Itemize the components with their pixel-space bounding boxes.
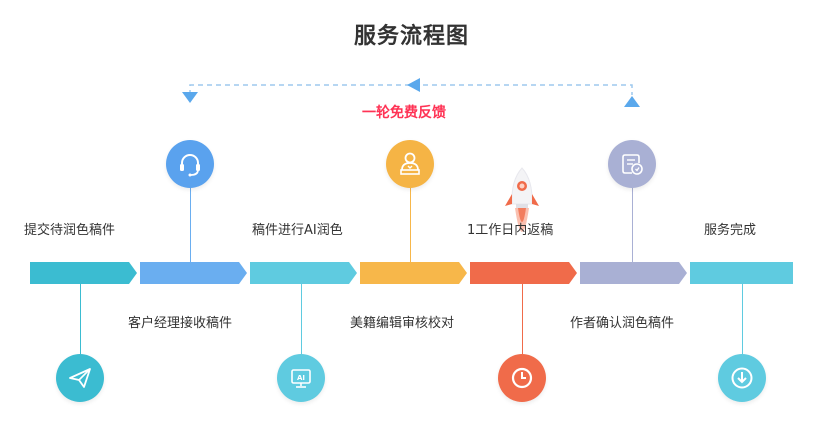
step-label-4: 美籍编辑审核校对 — [350, 316, 455, 331]
svg-text:AI: AI — [297, 374, 305, 382]
step-label-1: 提交待润色稿件 — [24, 223, 116, 238]
ai-screen-icon: AI — [277, 354, 325, 402]
download-icon — [718, 354, 766, 402]
step-label-3: 稿件进行AI润色 — [252, 223, 343, 238]
timeline-segment-3 — [250, 262, 357, 284]
connector-line-top-2 — [410, 186, 411, 262]
connector-line-bottom-1 — [80, 284, 81, 354]
timeline-segment-7 — [690, 262, 793, 284]
step-label-2: 客户经理接收稿件 — [128, 316, 233, 331]
step-label-7: 服务完成 — [704, 223, 757, 238]
certificate-icon — [608, 140, 656, 188]
feedback-arrow-down-left — [182, 92, 198, 103]
paper-plane-icon — [56, 354, 104, 402]
page-title: 服务流程图 — [353, 24, 469, 49]
clock-icon — [498, 354, 546, 402]
rocket-icon — [505, 167, 539, 232]
timeline-segment-5 — [470, 262, 577, 284]
step-label-5: 1工作日内返稿 — [467, 223, 554, 238]
connector-line-bottom-2 — [301, 284, 302, 354]
headset-icon — [166, 140, 214, 188]
connector-line-bottom-4 — [742, 284, 743, 354]
timeline-segment-1 — [30, 262, 137, 284]
feedback-arrow-up-right — [624, 96, 640, 107]
feedback-arrow-center — [407, 78, 420, 92]
timeline-segment-6 — [580, 262, 687, 284]
connector-line-bottom-3 — [522, 284, 523, 354]
feedback-label: 一轮免费反馈 — [362, 105, 446, 121]
connector-line-top-1 — [190, 186, 191, 262]
feedback-dashed-line — [189, 84, 633, 95]
timeline-segment-2 — [140, 262, 247, 284]
step-label-6: 作者确认润色稿件 — [570, 316, 675, 331]
timeline-segment-4 — [360, 262, 467, 284]
editor-person-icon — [386, 140, 434, 188]
connector-line-top-3 — [632, 186, 633, 262]
